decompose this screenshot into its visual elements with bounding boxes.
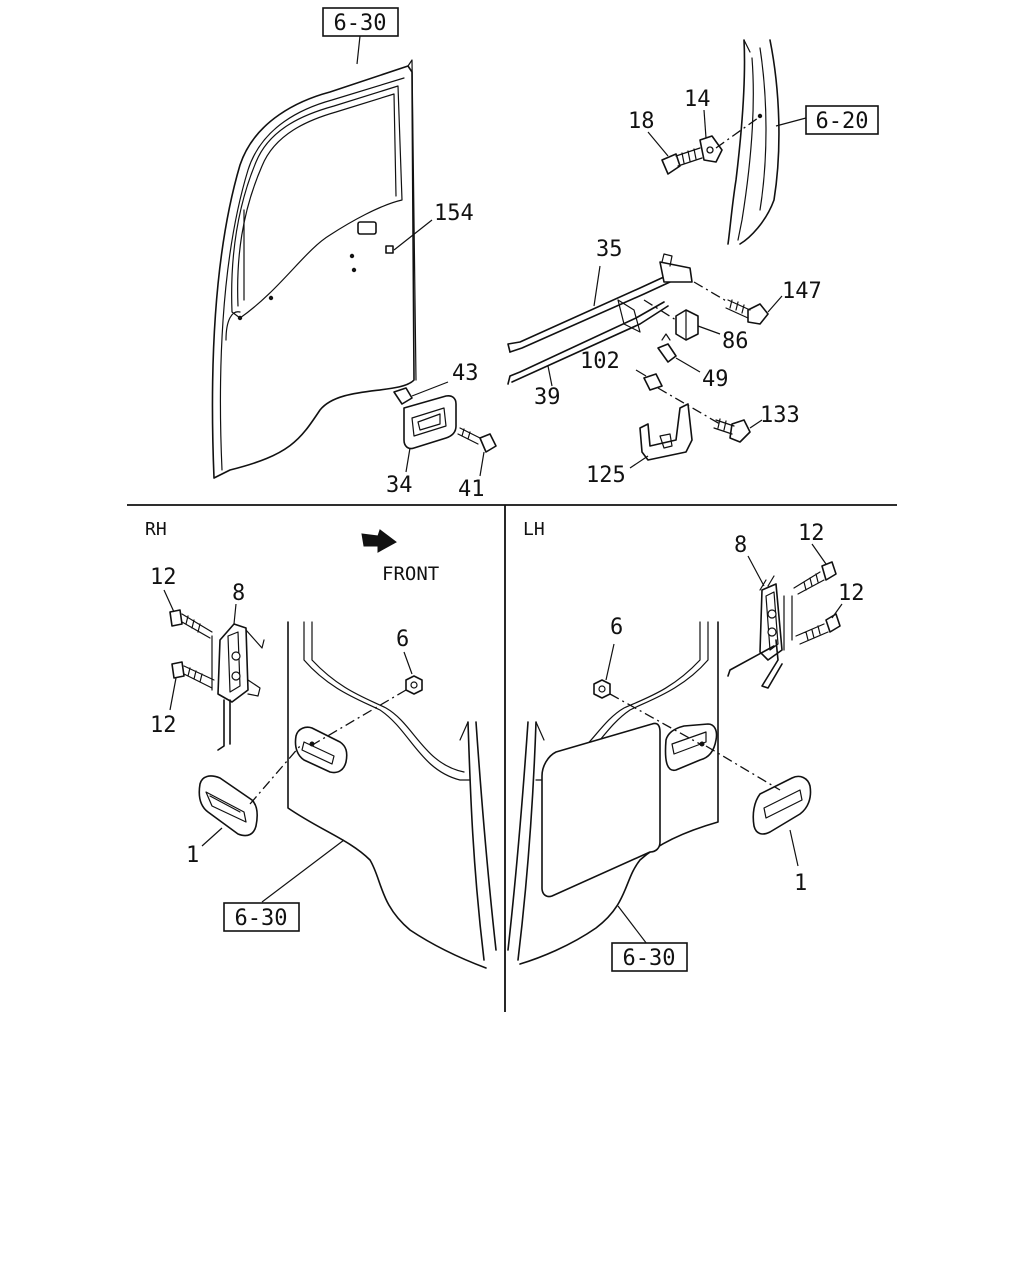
bolt-part-133 (713, 418, 763, 443)
ref-box-top-cab[interactable]: 6-20 (805, 105, 879, 135)
door-panel (211, 35, 433, 479)
lh-callout-6: 6 (610, 615, 623, 640)
callout-43: 43 (452, 361, 479, 386)
cab-pillar (727, 39, 807, 245)
rh-callout-8: 8 (232, 581, 245, 606)
callout-49: 49 (702, 367, 729, 392)
callout-14: 14 (684, 87, 711, 112)
lh-callout-12-bottom: 12 (838, 581, 865, 606)
front-label: FRONT (382, 563, 439, 585)
front-direction-arrow (361, 529, 397, 553)
bolt-part-147 (693, 281, 783, 325)
hinge-bracket-part (699, 109, 759, 163)
bolt-part-18 (647, 131, 703, 175)
rh-outer-handle-1 (198, 745, 301, 847)
svg-text:6-30: 6-30 (623, 946, 676, 971)
rh-callout-12-top: 12 (150, 565, 177, 590)
lh-latch-part-8 (727, 555, 793, 689)
lh-screw-part-12-bottom (795, 603, 843, 645)
svg-text:6-20: 6-20 (816, 109, 869, 134)
ref-box-lh-door[interactable]: 6-30 (611, 942, 688, 972)
callout-133: 133 (760, 403, 800, 428)
rh-screw-part-12-bottom (169, 661, 215, 711)
clip-part-43 (393, 381, 449, 405)
rh-nut-part-6 (313, 651, 423, 745)
callout-41: 41 (458, 477, 485, 502)
lh-nut-part-6 (593, 643, 701, 745)
svg-text:6-30: 6-30 (334, 11, 387, 36)
callout-86: 86 (722, 329, 749, 354)
lh-callout-8: 8 (734, 533, 747, 558)
lh-callout-1: 1 (794, 871, 807, 896)
rh-callout-6: 6 (396, 627, 409, 652)
callout-35: 35 (596, 237, 623, 262)
callout-147: 147 (782, 279, 822, 304)
clip-part-49 (657, 333, 701, 373)
callout-39: 39 (534, 385, 561, 410)
inner-handle-bezel-34 (403, 395, 457, 473)
lh-callout-12-top: 12 (798, 521, 825, 546)
rh-callout-1: 1 (186, 843, 199, 868)
svg-text:6-30: 6-30 (235, 906, 288, 931)
rh-latch-part-8 (211, 603, 265, 751)
rh-door-lower (261, 621, 497, 969)
door-rods (507, 253, 693, 387)
ref-box-top-door[interactable]: 6-30 (322, 7, 399, 37)
rh-side-label: RH (145, 519, 167, 540)
lh-door-lower (507, 621, 719, 965)
rh-callout-12-bottom: 12 (150, 713, 177, 738)
lh-side-label: LH (523, 519, 545, 540)
callout-102: 102 (580, 349, 620, 374)
callout-18: 18 (628, 109, 655, 134)
lh-screw-part-12-top (793, 543, 837, 595)
screw-part-41 (457, 427, 497, 477)
lh-outer-handle-1 (705, 745, 812, 867)
rh-screw-part-12-top (163, 589, 213, 639)
bracket-part-125 (629, 403, 693, 469)
callout-34: 34 (386, 473, 413, 498)
clip-part-86 (643, 299, 721, 341)
callout-154: 154 (434, 201, 474, 226)
ref-box-rh-door[interactable]: 6-30 (223, 902, 300, 932)
callout-125: 125 (586, 463, 626, 488)
